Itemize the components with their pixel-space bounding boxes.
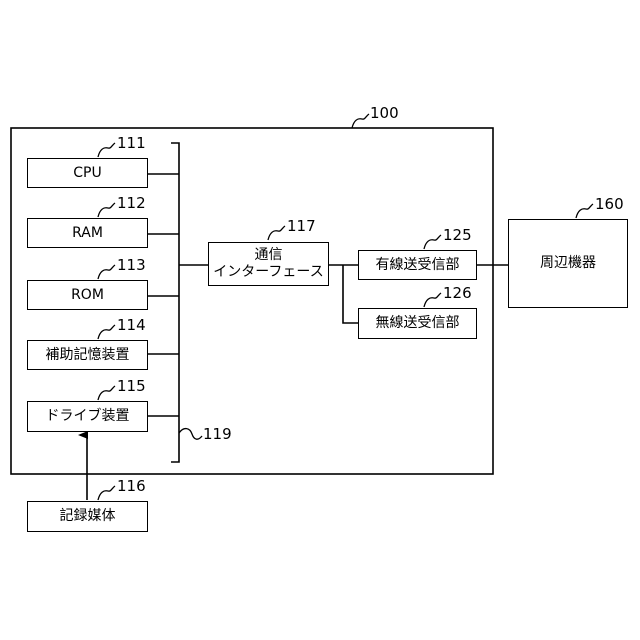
ref-113-number: 113 — [117, 256, 146, 274]
comm-interface-box: 通信 インターフェース — [208, 242, 329, 286]
ref-126-leader — [424, 293, 441, 307]
ref-160-number: 160 — [595, 195, 624, 213]
ref-160: 160 — [595, 197, 624, 212]
ref-117-number: 117 — [287, 217, 316, 235]
ref-125-number: 125 — [443, 226, 472, 244]
ref-116-leader — [98, 486, 115, 500]
peripheral-label: 周辺機器 — [540, 255, 596, 272]
rom-label: ROM — [71, 287, 104, 304]
aux-storage-box: 補助記憶装置 — [27, 340, 148, 370]
ref-111: 111 — [117, 136, 146, 151]
ref-126-number: 126 — [443, 284, 472, 302]
comm-interface-label-line2: インターフェース — [213, 264, 323, 281]
ref-114-leader — [98, 325, 115, 339]
ref-126: 126 — [443, 286, 472, 301]
ref-119-number: 119 — [203, 425, 232, 443]
cpu-box: CPU — [27, 158, 148, 188]
drive-box: ドライブ装置 — [27, 401, 148, 432]
ref-119: 119 — [203, 427, 232, 442]
comm-wireless-link — [343, 265, 358, 323]
ref-125: 125 — [443, 228, 472, 243]
recording-medium-box: 記録媒体 — [27, 501, 148, 532]
ref-113: 113 — [117, 258, 146, 273]
wired-transceiver-box: 有線送受信部 — [358, 250, 477, 280]
ref-113-leader — [98, 265, 115, 279]
ref-112-leader — [98, 203, 115, 217]
rom-box: ROM — [27, 280, 148, 310]
ref-115: 115 — [117, 379, 146, 394]
peripheral-box: 周辺機器 — [508, 219, 628, 308]
cpu-label: CPU — [73, 165, 101, 182]
ref-117: 117 — [287, 219, 316, 234]
ref-119-leader — [179, 429, 202, 440]
ref-111-number: 111 — [117, 134, 146, 152]
wireless-transceiver-label: 無線送受信部 — [376, 315, 460, 332]
ref-115-number: 115 — [117, 377, 146, 395]
ref-117-leader — [268, 226, 285, 240]
wireless-transceiver-box: 無線送受信部 — [358, 308, 477, 339]
ram-box: RAM — [27, 218, 148, 248]
ref-125-leader — [424, 235, 441, 249]
ref-115-leader — [98, 386, 115, 400]
ref-114: 114 — [117, 318, 146, 333]
ref-160-leader — [576, 204, 593, 218]
ref-114-number: 114 — [117, 316, 146, 334]
ref-112-number: 112 — [117, 194, 146, 212]
ref-100-number: 100 — [370, 104, 399, 122]
ref-100: 100 — [370, 106, 399, 121]
bus-line — [171, 143, 179, 462]
wired-transceiver-label: 有線送受信部 — [376, 257, 460, 274]
drive-label: ドライブ装置 — [46, 408, 130, 425]
ram-label: RAM — [72, 225, 103, 242]
recording-medium-label: 記録媒体 — [60, 508, 116, 525]
ref-116-number: 116 — [117, 477, 146, 495]
ref-112: 112 — [117, 196, 146, 211]
ref-100-leader — [352, 114, 369, 128]
ref-116: 116 — [117, 479, 146, 494]
comm-interface-label-line1: 通信 — [255, 247, 283, 264]
ref-111-leader — [98, 143, 115, 157]
aux-storage-label: 補助記憶装置 — [46, 347, 130, 364]
